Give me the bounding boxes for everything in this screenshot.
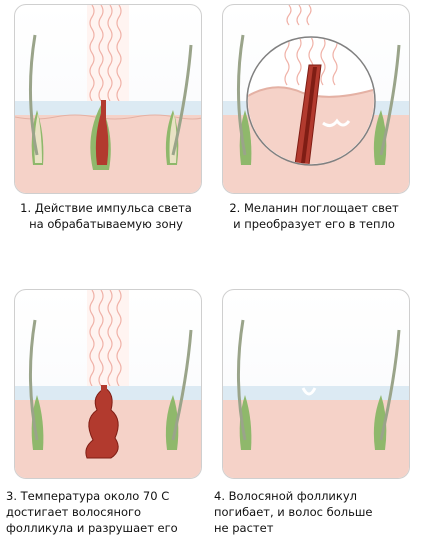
skin-section-diagram: [223, 319, 409, 478]
step-1-illustration: [14, 4, 202, 194]
caption-line: погибает, и волос больше: [214, 505, 373, 519]
caption-line: 2. Меланин поглощает свет: [229, 201, 399, 215]
follicle-right: [165, 329, 193, 450]
epidermis: [15, 101, 201, 115]
follicle-left: [28, 34, 44, 165]
step-2-caption: 2. Меланин поглощает свет и преобразует …: [214, 200, 414, 232]
hair-shaft: [294, 64, 322, 164]
step-4-caption: 4. Волосяной фолликул погибает, и волос …: [214, 488, 414, 536]
caption-line: и преобразует его в тепло: [233, 217, 395, 231]
step-3-illustration: [14, 289, 202, 479]
step-2-illustration: [222, 4, 410, 194]
caption-line: 4. Волосяной фолликул: [214, 489, 358, 503]
caption-line: на обрабатываемую зону: [29, 217, 183, 231]
step-1-caption: 1. Действие импульса света на обрабатыва…: [6, 200, 206, 232]
caption-line: достигает волосяного: [6, 505, 142, 519]
skin-section-diagram: [15, 5, 201, 193]
follicle-center: [90, 100, 111, 170]
follicle-left: [236, 319, 252, 450]
step-4-illustration: [222, 289, 410, 479]
skin-section-diagram: [223, 5, 409, 193]
follicle-left: [28, 319, 44, 450]
epidermis: [223, 386, 409, 400]
skin-section-diagram: [15, 290, 201, 478]
follicle-right: [165, 44, 193, 165]
follicle-right: [373, 44, 401, 165]
follicle-destroyed: [85, 385, 119, 459]
caption-line: фолликула и разрушает его: [6, 521, 178, 535]
caption-line: 1. Действие импульса света: [20, 201, 192, 215]
caption-line: не растет: [214, 521, 274, 535]
step-3-caption: 3. Температура около 70 С достигает воло…: [6, 488, 206, 536]
light-waves: [89, 5, 122, 102]
light-waves: [89, 290, 122, 387]
light-waves: [286, 5, 312, 26]
empty-pore: [301, 387, 317, 396]
follicle-right: [373, 329, 401, 450]
caption-line: 3. Температура около 70 С: [6, 489, 170, 503]
follicle-left: [236, 34, 252, 165]
